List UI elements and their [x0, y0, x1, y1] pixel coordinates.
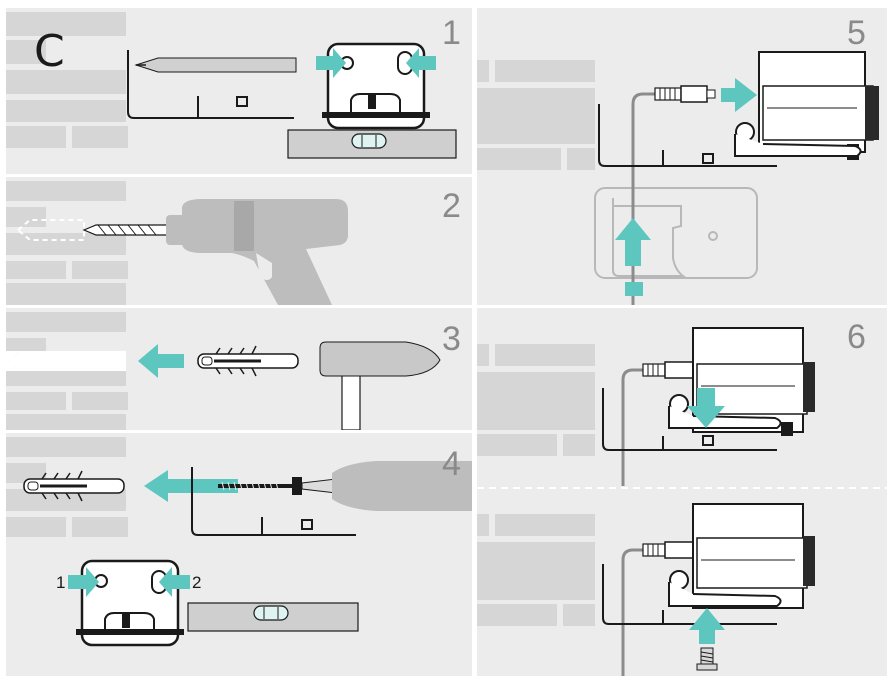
cable-icon [621, 368, 643, 486]
camera-icon [668, 327, 815, 436]
arrow-left-icon [159, 567, 190, 597]
dc-plug-icon [642, 361, 694, 379]
step-3-illustration [6, 312, 441, 430]
brick-wall [477, 514, 595, 626]
step-2-illustration [6, 181, 348, 305]
step-number-1: 1 [442, 14, 461, 52]
step-4-illustration [6, 437, 472, 647]
wall-plug-icon [197, 345, 299, 377]
spirit-level-icon [187, 602, 359, 632]
step-5-illustration [477, 51, 879, 305]
wall-plug-icon [23, 470, 125, 502]
drill-hole-outline [16, 219, 85, 241]
panel-step-3: 3 [6, 308, 472, 430]
panel-step-6: 6 [477, 308, 887, 676]
step-number-2: 2 [442, 187, 461, 225]
spirit-level-icon [287, 129, 457, 159]
panel-step-4: 1 2 4 [6, 433, 472, 676]
camera-icon [668, 503, 815, 609]
brick-wall [6, 181, 128, 305]
cable-exit-marker [625, 282, 643, 296]
arrow-left-icon [138, 344, 184, 378]
panel-step-2: 2 [6, 177, 472, 305]
arrow-right-icon [721, 78, 757, 112]
hole-label-1: 1 [56, 573, 66, 592]
cable-icon [631, 92, 655, 305]
step-number-3: 3 [442, 320, 461, 358]
step-number-4: 4 [442, 445, 461, 483]
wall-bracket [127, 50, 294, 119]
drill-icon [166, 199, 348, 305]
wall-bracket [602, 564, 777, 625]
cable-icon [621, 548, 643, 676]
arrow-down-icon [687, 388, 725, 428]
wall-bracket [602, 388, 777, 451]
dc-plug-icon [654, 85, 716, 103]
arrow-right-icon [316, 48, 346, 78]
step-number-6: 6 [847, 318, 866, 356]
step-number-5: 5 [847, 14, 866, 52]
arrow-right-icon [68, 567, 99, 597]
wall-bracket [598, 104, 777, 167]
screw-icon [218, 477, 302, 495]
wall-bracket [191, 467, 356, 536]
dc-plug-icon [642, 541, 694, 559]
brick-wall [6, 437, 128, 537]
brick-wall [477, 344, 595, 456]
camera-icon [734, 51, 879, 160]
arrow-up-icon [615, 218, 651, 266]
screwdriver-icon [301, 461, 472, 511]
step-1-illustration [6, 12, 457, 159]
brick-wall [6, 312, 128, 430]
screw-icon [696, 647, 718, 671]
step-6-illustration [477, 327, 887, 676]
panel-step-1: C 1 [6, 8, 472, 174]
mounting-plate [76, 559, 184, 647]
hole-label-2: 2 [192, 573, 202, 592]
section-letter: C [34, 26, 65, 77]
panel-step-5: 5 [477, 8, 887, 305]
arrow-left-icon [406, 48, 436, 78]
mounting-plate-outline [594, 187, 758, 279]
brick-wall [477, 60, 595, 170]
hammer-icon [319, 341, 441, 430]
mounting-plate [322, 42, 430, 130]
pencil-icon [134, 57, 297, 73]
brick-wall [6, 12, 128, 148]
arrow-up-icon [689, 608, 725, 644]
drilled-hole-icon [6, 351, 20, 371]
